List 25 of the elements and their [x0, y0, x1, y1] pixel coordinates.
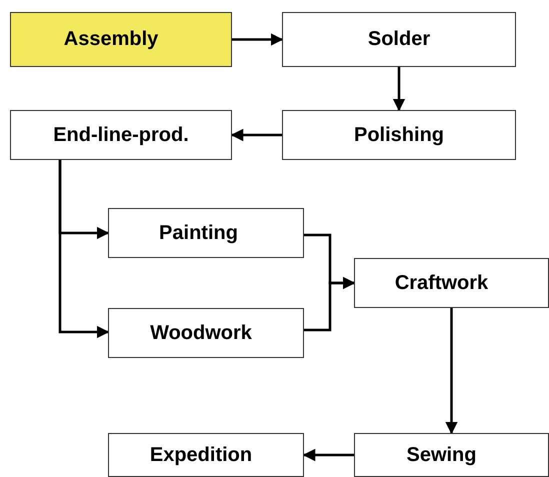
- process-box: [10, 110, 232, 160]
- box-label: End-line-prod.: [53, 124, 189, 146]
- arrow: [232, 33, 284, 46]
- process-box: [108, 308, 304, 358]
- process-box: [10, 12, 232, 67]
- process-box: [354, 258, 549, 308]
- process-box: [108, 433, 304, 477]
- arrow: [302, 448, 354, 462]
- box-label: Painting: [159, 222, 238, 244]
- box-label: Assembly: [64, 28, 158, 51]
- box-label: Woodwork: [150, 322, 252, 344]
- process-box: [282, 110, 516, 160]
- box-label: Solder: [368, 28, 430, 51]
- box-label: Craftwork: [394, 272, 488, 294]
- box-label: Expedition: [150, 444, 252, 467]
- arrow: [58, 160, 110, 338]
- arrow: [230, 128, 282, 142]
- box-label: Sewing: [406, 444, 476, 467]
- process-box: [108, 208, 304, 258]
- arrow: [304, 276, 356, 332]
- box-label: Polishing: [354, 124, 444, 146]
- arrow: [445, 308, 458, 434]
- process-box: [354, 433, 549, 477]
- arrow: [392, 67, 406, 112]
- process-box: [282, 12, 516, 67]
